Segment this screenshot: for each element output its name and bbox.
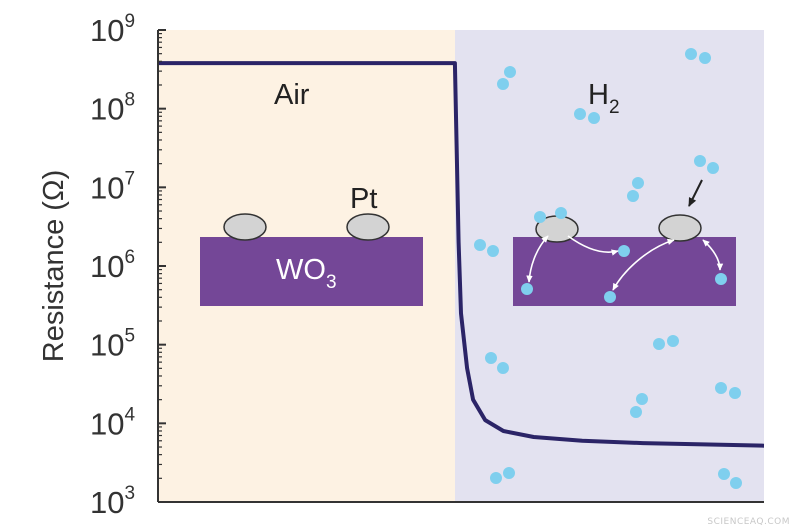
y-ticks: 109 108 107 106 105 104 103 — [90, 11, 166, 520]
resistance-series-line — [158, 61, 765, 448]
h2-atom — [694, 155, 706, 167]
air-label: Air — [274, 79, 310, 111]
h2-atom — [588, 112, 600, 124]
pt-particle — [346, 213, 390, 241]
wo3-label: WO3 — [276, 254, 337, 293]
wo3-label-subscript: 3 — [326, 272, 337, 293]
y-tick-label: 107 — [90, 168, 135, 205]
y-tick-label: 103 — [90, 483, 135, 520]
y-tick-label: 104 — [90, 404, 135, 441]
h2-atom — [707, 162, 719, 174]
h2-atom — [504, 66, 516, 78]
h2-atom — [497, 78, 509, 90]
hydrogen-label-main: H — [588, 79, 609, 111]
h2-atom — [497, 362, 509, 374]
h2-atom — [630, 406, 642, 418]
h2-atom — [718, 468, 730, 480]
h2-atom — [632, 177, 644, 189]
h2-atom — [618, 245, 630, 257]
wo3-block-air — [200, 237, 423, 306]
h2-atom — [485, 352, 497, 364]
h2-atom — [729, 387, 741, 399]
reaction-arrows — [526, 179, 724, 291]
hydrogen-label-subscript: 2 — [609, 97, 620, 118]
y-axis-label: Resistance (Ω) — [38, 170, 70, 363]
watermark: SCIENCEAQ.COM — [707, 517, 790, 527]
h2-atom — [627, 190, 639, 202]
h2-atom — [503, 467, 515, 479]
h2-atom — [521, 283, 533, 295]
h2-atom — [699, 52, 711, 64]
hydrogen-label: H2 — [588, 79, 620, 118]
pt-label: Pt — [350, 183, 377, 215]
h2-atom — [653, 338, 665, 350]
pt-particle — [658, 214, 702, 242]
h2-atom — [636, 393, 648, 405]
h2-molecules — [474, 48, 742, 489]
h2-atom — [667, 335, 679, 347]
h2-atom — [715, 273, 727, 285]
h2-atom — [715, 382, 727, 394]
y-tick-label: 108 — [90, 90, 135, 127]
wo3-label-main: WO — [276, 254, 326, 286]
h2-atom — [474, 239, 486, 251]
h2-atom — [604, 291, 616, 303]
h2-atom — [490, 472, 502, 484]
h2-atom — [685, 48, 697, 60]
pt-particle — [223, 213, 267, 241]
y-tick-label: 105 — [90, 326, 135, 363]
h2-atom — [534, 211, 546, 223]
h2-atom — [574, 108, 586, 120]
y-tick-label: 106 — [90, 247, 135, 284]
h2-atom — [730, 477, 742, 489]
h2-atom — [555, 207, 567, 219]
h2-atom — [487, 245, 499, 257]
y-tick-label: 109 — [90, 11, 135, 48]
